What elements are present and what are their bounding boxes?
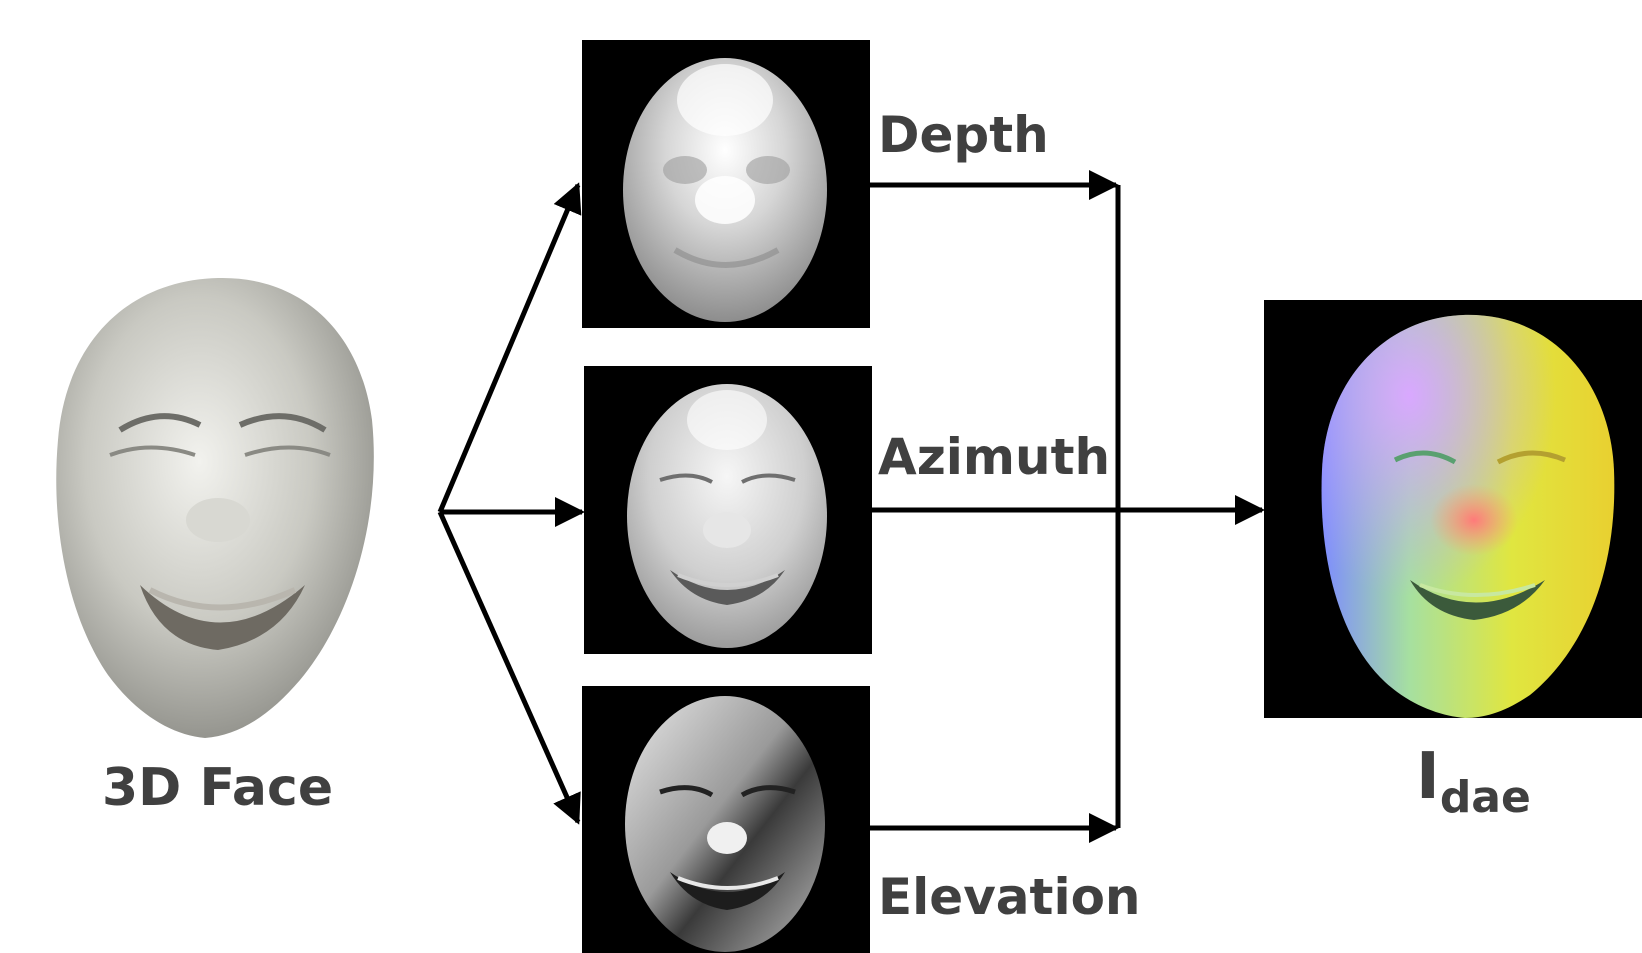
- split-arrows: [437, 182, 585, 825]
- output-label-main: I: [1416, 740, 1440, 814]
- azimuth-label: Azimuth: [878, 428, 1111, 486]
- dae-output-image: [1264, 300, 1642, 718]
- elevation-label: Elevation: [878, 868, 1141, 926]
- depth-map-image: [582, 40, 870, 328]
- input-label: 3D Face: [102, 758, 334, 818]
- output-label: Idae: [1416, 740, 1531, 823]
- depth-label: Depth: [878, 106, 1049, 164]
- elevation-map-image: [582, 686, 870, 953]
- output-label-subscript: dae: [1439, 772, 1531, 823]
- azimuth-map-image: [584, 366, 872, 654]
- input-face-image: [56, 277, 374, 738]
- arrow-to-depth: [437, 182, 582, 513]
- merge-arrows: [870, 170, 1265, 843]
- arrow-to-elevation: [437, 510, 581, 825]
